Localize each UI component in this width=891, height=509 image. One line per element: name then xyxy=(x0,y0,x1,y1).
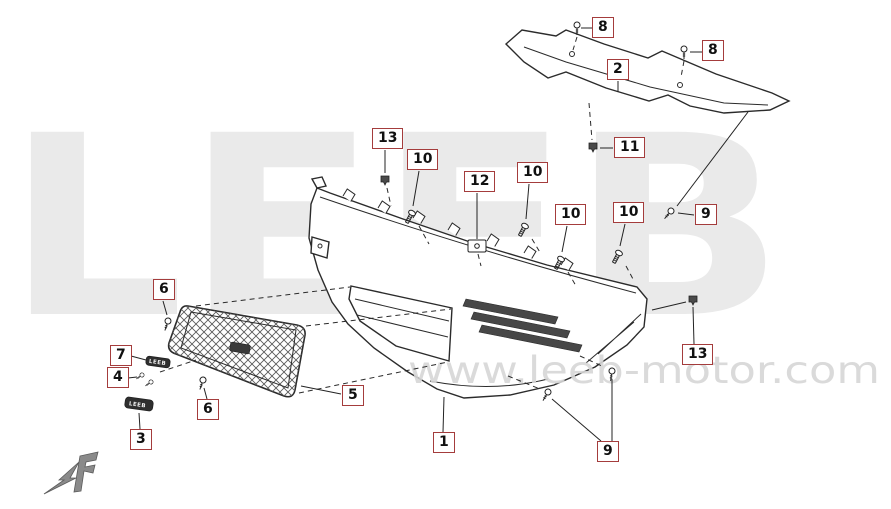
front-bumper-part-drawing xyxy=(308,176,648,399)
callout-10-d[interactable]: 10 xyxy=(613,202,645,223)
callout-10-a[interactable]: 10 xyxy=(407,149,439,170)
logo-mark xyxy=(43,451,99,495)
callout-6-a[interactable]: 6 xyxy=(153,279,175,300)
emblem-text: LEEB xyxy=(149,359,167,367)
bracket-icon xyxy=(467,239,487,253)
screw-icon xyxy=(196,375,208,391)
emblem-part-3-drawing: LEEB xyxy=(124,396,154,412)
callout-3[interactable]: 3 xyxy=(130,429,152,450)
callout-10-c[interactable]: 10 xyxy=(555,204,587,225)
grille-part-drawing xyxy=(167,305,306,398)
callout-2[interactable]: 2 xyxy=(607,59,629,80)
screw-icon xyxy=(680,45,688,60)
callout-10-b[interactable]: 10 xyxy=(517,162,549,183)
callout-12[interactable]: 12 xyxy=(464,171,496,192)
screw-icon xyxy=(143,378,155,389)
callout-8-b[interactable]: 8 xyxy=(702,40,724,61)
emblem-text: LEEB xyxy=(128,401,146,409)
callout-11[interactable]: 11 xyxy=(614,137,646,158)
callout-8-a[interactable]: 8 xyxy=(592,17,614,38)
callout-1[interactable]: 1 xyxy=(433,432,455,453)
callout-6-b[interactable]: 6 xyxy=(197,399,219,420)
fasteners xyxy=(134,21,698,403)
callout-7[interactable]: 7 xyxy=(110,345,132,366)
spoiler-part-drawing xyxy=(504,29,791,114)
callout-13-a[interactable]: 13 xyxy=(372,128,404,149)
emblem-part-7-drawing: LEEB xyxy=(145,355,171,369)
callout-4[interactable]: 4 xyxy=(107,367,129,388)
assembly-dashed-lines xyxy=(159,36,685,394)
callout-13-b[interactable]: 13 xyxy=(682,344,714,365)
callout-5[interactable]: 5 xyxy=(342,385,364,406)
screw-icon xyxy=(134,371,146,382)
callout-9-a[interactable]: 9 xyxy=(695,204,717,225)
url-watermark: www.leeb-motor.com xyxy=(408,349,880,392)
leader-lines xyxy=(127,27,749,442)
callout-9-b[interactable]: 9 xyxy=(597,441,619,462)
